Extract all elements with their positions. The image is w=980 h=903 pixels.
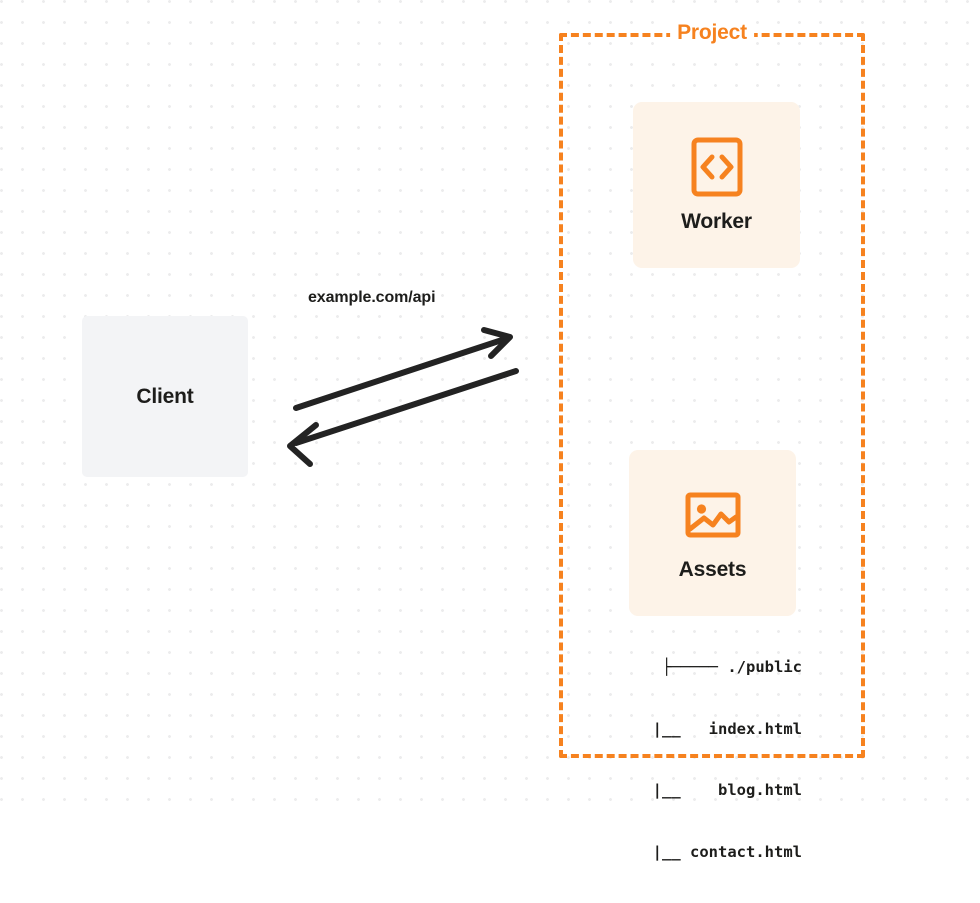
- file-tree-line: ├───── ./public: [662, 658, 802, 676]
- file-tree-line: |__ contact.html: [615, 842, 802, 861]
- assets-label: Assets: [678, 558, 747, 581]
- file-tree-line: |__ blog.html: [615, 781, 802, 799]
- project-title: Project: [670, 21, 754, 45]
- worker-label: Worker: [681, 210, 752, 233]
- assets-node[interactable]: Assets: [629, 450, 796, 616]
- file-tree-line: |__ index.html: [615, 719, 802, 738]
- assets-file-tree: ├───── ./public |__ index.html |__ blog.…: [606, 616, 802, 903]
- client-node[interactable]: Client: [82, 316, 248, 477]
- project-container: Project: [559, 21, 865, 758]
- client-label: Client: [136, 384, 194, 408]
- connection-label: example.com/api: [308, 289, 436, 306]
- code-brackets-icon: [687, 136, 747, 198]
- request-arrow: [293, 327, 513, 411]
- response-arrow: [287, 368, 519, 467]
- image-icon: [683, 484, 743, 546]
- worker-node[interactable]: Worker: [633, 102, 800, 268]
- diagram-canvas: Client Project Worker Assets: [0, 0, 980, 861]
